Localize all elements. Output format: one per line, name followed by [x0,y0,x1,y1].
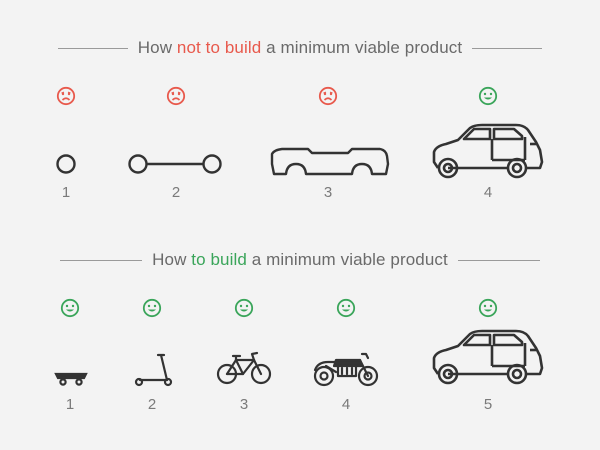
heading-not-to-build: How not to build a minimum viable produc… [0,36,600,60]
stage-number: 3 [323,184,333,201]
skateboard-icon [54,372,88,386]
car-icon [430,122,546,180]
car-icon [430,328,546,386]
motorcycle-icon [313,352,379,387]
axle-icon [128,154,222,174]
happy-face-icon [478,298,498,318]
stage-number: 3 [239,396,249,413]
stage-number: 1 [65,396,75,413]
heading-to-build: How to build a minimum viable product [0,248,600,272]
sad-face-icon [166,86,186,106]
divider-line [57,47,128,49]
divider-line [60,259,143,261]
sad-face-icon [56,86,76,106]
stage-number: 1 [61,184,71,201]
sad-face-icon [318,86,338,106]
heading-text: How to build a minimum viable product [152,250,448,269]
scooter-icon [134,353,173,387]
car-chassis-icon [270,147,390,176]
happy-face-icon [478,86,498,106]
happy-face-icon [336,298,356,318]
bicycle-icon [216,351,272,385]
stage-number: 4 [483,184,493,201]
happy-face-icon [142,298,162,318]
happy-face-icon [60,298,80,318]
happy-face-icon [234,298,254,318]
divider-line [472,47,543,49]
wheel-icon [56,154,76,174]
divider-line [457,259,540,261]
stage-number: 5 [483,396,493,413]
stage-number: 2 [171,184,181,201]
stage-number: 4 [341,396,351,413]
stage-number: 2 [147,396,157,413]
heading-text: How not to build a minimum viable produc… [137,38,463,57]
